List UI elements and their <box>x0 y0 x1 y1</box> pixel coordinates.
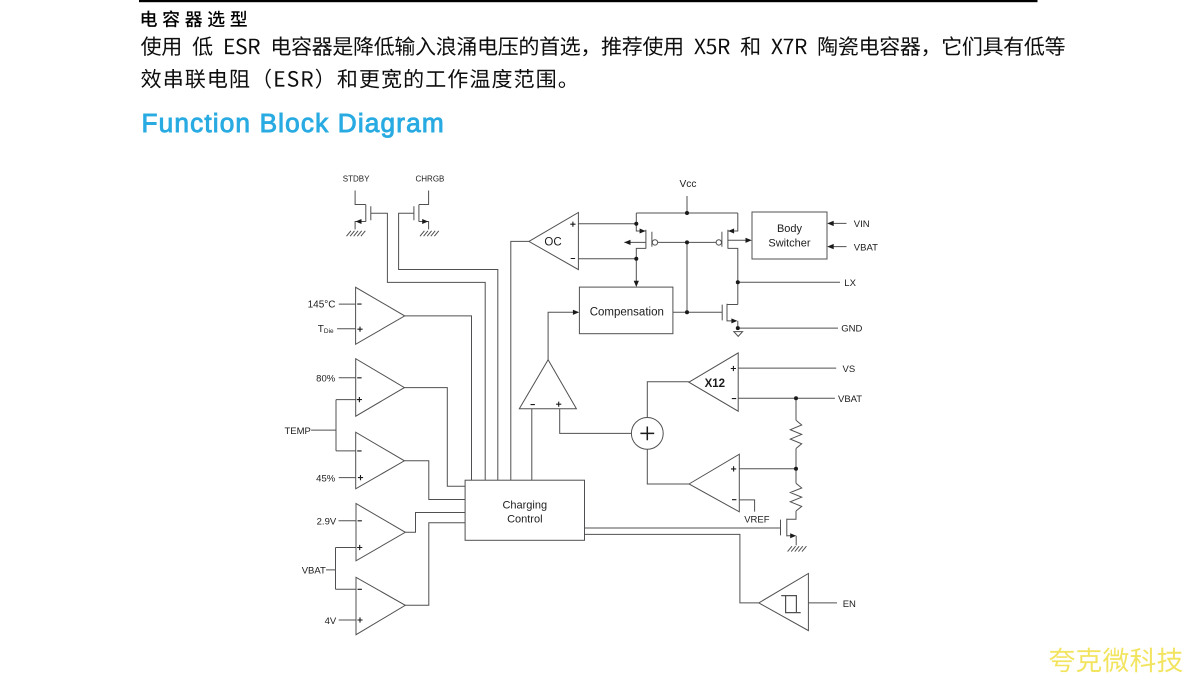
svg-text:Vcc: Vcc <box>680 179 697 190</box>
svg-text:2.9V: 2.9V <box>317 517 337 528</box>
svg-text:Control: Control <box>507 513 542 525</box>
svg-text:145°C: 145°C <box>308 300 336 311</box>
svg-text:CHRGB: CHRGB <box>416 175 445 184</box>
svg-text:VBAT: VBAT <box>854 242 878 253</box>
svg-text:VS: VS <box>843 364 856 375</box>
svg-text:OC: OC <box>544 237 561 249</box>
svg-text:Function Block Diagram: Function Block Diagram <box>142 108 445 138</box>
svg-text:Compensation: Compensation <box>590 307 664 319</box>
svg-text:STDBY: STDBY <box>343 175 370 184</box>
svg-text:X12: X12 <box>705 378 725 390</box>
svg-text:Body: Body <box>777 223 803 235</box>
svg-text:80%: 80% <box>316 374 336 385</box>
svg-text:EN: EN <box>843 599 856 610</box>
svg-text:VBAT: VBAT <box>838 394 862 405</box>
svg-text:VBAT: VBAT <box>302 566 326 577</box>
svg-text:LX: LX <box>844 278 856 289</box>
svg-text:Switcher: Switcher <box>768 237 811 249</box>
svg-text:VIN: VIN <box>854 219 870 230</box>
svg-text:45%: 45% <box>316 473 336 484</box>
svg-text:4V: 4V <box>325 616 337 627</box>
svg-text:Charging: Charging <box>502 499 547 511</box>
svg-text:VREF: VREF <box>744 514 770 525</box>
svg-text:TDie: TDie <box>318 324 334 335</box>
svg-text:GND: GND <box>841 323 862 334</box>
svg-text:TEMP: TEMP <box>285 426 311 437</box>
